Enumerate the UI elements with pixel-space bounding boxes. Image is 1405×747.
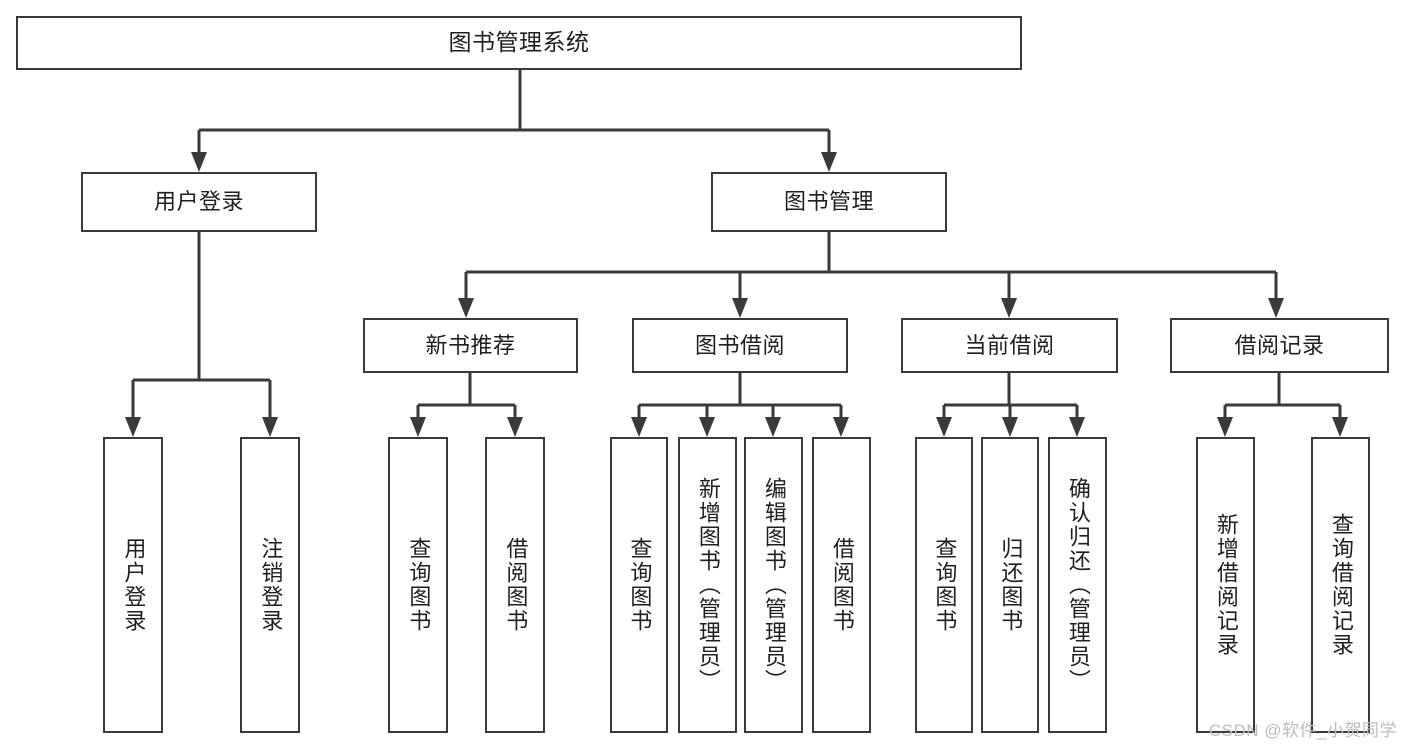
arrowhead-bb-to-4 xyxy=(833,417,849,437)
node-label-leaf-logout: 注销登录 xyxy=(258,537,284,633)
arrowhead-bm-to-current xyxy=(1001,298,1017,318)
arrowhead-bb-to-1 xyxy=(631,417,647,437)
arrowhead-bm-to-record xyxy=(1268,298,1284,318)
node-leaf-query-book-1[interactable]: 查询图书 xyxy=(388,437,448,733)
node-label-leaf-query-book-2: 查询图书 xyxy=(627,537,653,633)
arrowhead-ul-to-leaf-1 xyxy=(125,417,141,437)
node-leaf-return-book[interactable]: 归还图书 xyxy=(981,437,1039,733)
arrowhead-root-to-user-login xyxy=(191,152,207,172)
node-leaf-query-book-2[interactable]: 查询图书 xyxy=(610,437,668,733)
node-user-login[interactable]: 用户登录 xyxy=(81,172,317,232)
arrowhead-bb-to-3 xyxy=(765,417,781,437)
node-borrow-record[interactable]: 借阅记录 xyxy=(1170,318,1389,373)
node-label-leaf-query-book-1: 查询图书 xyxy=(406,537,432,633)
arrowhead-br-to-1 xyxy=(1217,417,1233,437)
node-label-leaf-edit-book: 编辑图书（管理员） xyxy=(761,477,787,693)
arrowhead-root-to-book-manage xyxy=(821,152,837,172)
node-leaf-confirm-ret[interactable]: 确认归还（管理员） xyxy=(1048,437,1107,733)
node-book-manage[interactable]: 图书管理 xyxy=(711,172,947,232)
node-leaf-borrow-book-2[interactable]: 借阅图书 xyxy=(812,437,871,733)
node-label-leaf-add-book: 新增图书（管理员） xyxy=(695,477,721,693)
arrowhead-ul-to-leaf-2 xyxy=(262,417,278,437)
node-leaf-edit-book[interactable]: 编辑图书（管理员） xyxy=(744,437,803,733)
node-label-leaf-user-login: 用户登录 xyxy=(121,537,147,633)
arrowhead-cb-to-2 xyxy=(1002,417,1018,437)
node-leaf-logout[interactable]: 注销登录 xyxy=(240,437,300,733)
node-label-root: 图书管理系统 xyxy=(448,29,590,56)
arrowhead-cb-to-1 xyxy=(936,417,952,437)
node-label-borrow-record: 借阅记录 xyxy=(1234,332,1325,358)
node-leaf-query-book-3[interactable]: 查询图书 xyxy=(915,437,973,733)
node-label-leaf-query-book-3: 查询图书 xyxy=(932,537,958,633)
node-label-book-borrow: 图书借阅 xyxy=(694,332,785,358)
arrowhead-nb-to-q xyxy=(410,417,426,437)
node-leaf-query-record[interactable]: 查询借阅记录 xyxy=(1311,437,1370,733)
node-leaf-user-login[interactable]: 用户登录 xyxy=(103,437,163,733)
node-label-current-borrow: 当前借阅 xyxy=(964,332,1055,358)
node-new-book-rec[interactable]: 新书推荐 xyxy=(363,318,578,373)
node-label-leaf-return-book: 归还图书 xyxy=(998,537,1024,633)
node-label-leaf-query-record: 查询借阅记录 xyxy=(1328,513,1354,657)
node-book-borrow[interactable]: 图书借阅 xyxy=(632,318,848,373)
node-label-user-login: 用户登录 xyxy=(153,189,244,215)
arrowhead-bm-to-newbook xyxy=(458,298,474,318)
node-leaf-add-book[interactable]: 新增图书（管理员） xyxy=(678,437,737,733)
arrowhead-bm-to-borrow xyxy=(732,298,748,318)
node-current-borrow[interactable]: 当前借阅 xyxy=(901,318,1118,373)
node-label-new-book-rec: 新书推荐 xyxy=(425,332,516,358)
arrowhead-br-to-2 xyxy=(1332,417,1348,437)
arrowhead-bb-to-2 xyxy=(699,417,715,437)
node-label-leaf-add-record: 新增借阅记录 xyxy=(1213,513,1239,657)
node-label-leaf-borrow-book-1: 借阅图书 xyxy=(503,537,529,633)
node-leaf-borrow-book-1[interactable]: 借阅图书 xyxy=(485,437,545,733)
node-root[interactable]: 图书管理系统 xyxy=(16,16,1022,70)
node-label-book-manage: 图书管理 xyxy=(783,189,874,215)
arrowhead-cb-to-3 xyxy=(1069,417,1085,437)
node-label-leaf-confirm-ret: 确认归还（管理员） xyxy=(1065,477,1091,693)
node-label-leaf-borrow-book-2: 借阅图书 xyxy=(829,537,855,633)
watermark-label: CSDN @软件_小贺同学 xyxy=(1208,721,1397,740)
node-leaf-add-record[interactable]: 新增借阅记录 xyxy=(1196,437,1255,733)
arrowhead-nb-to-b xyxy=(507,417,523,437)
